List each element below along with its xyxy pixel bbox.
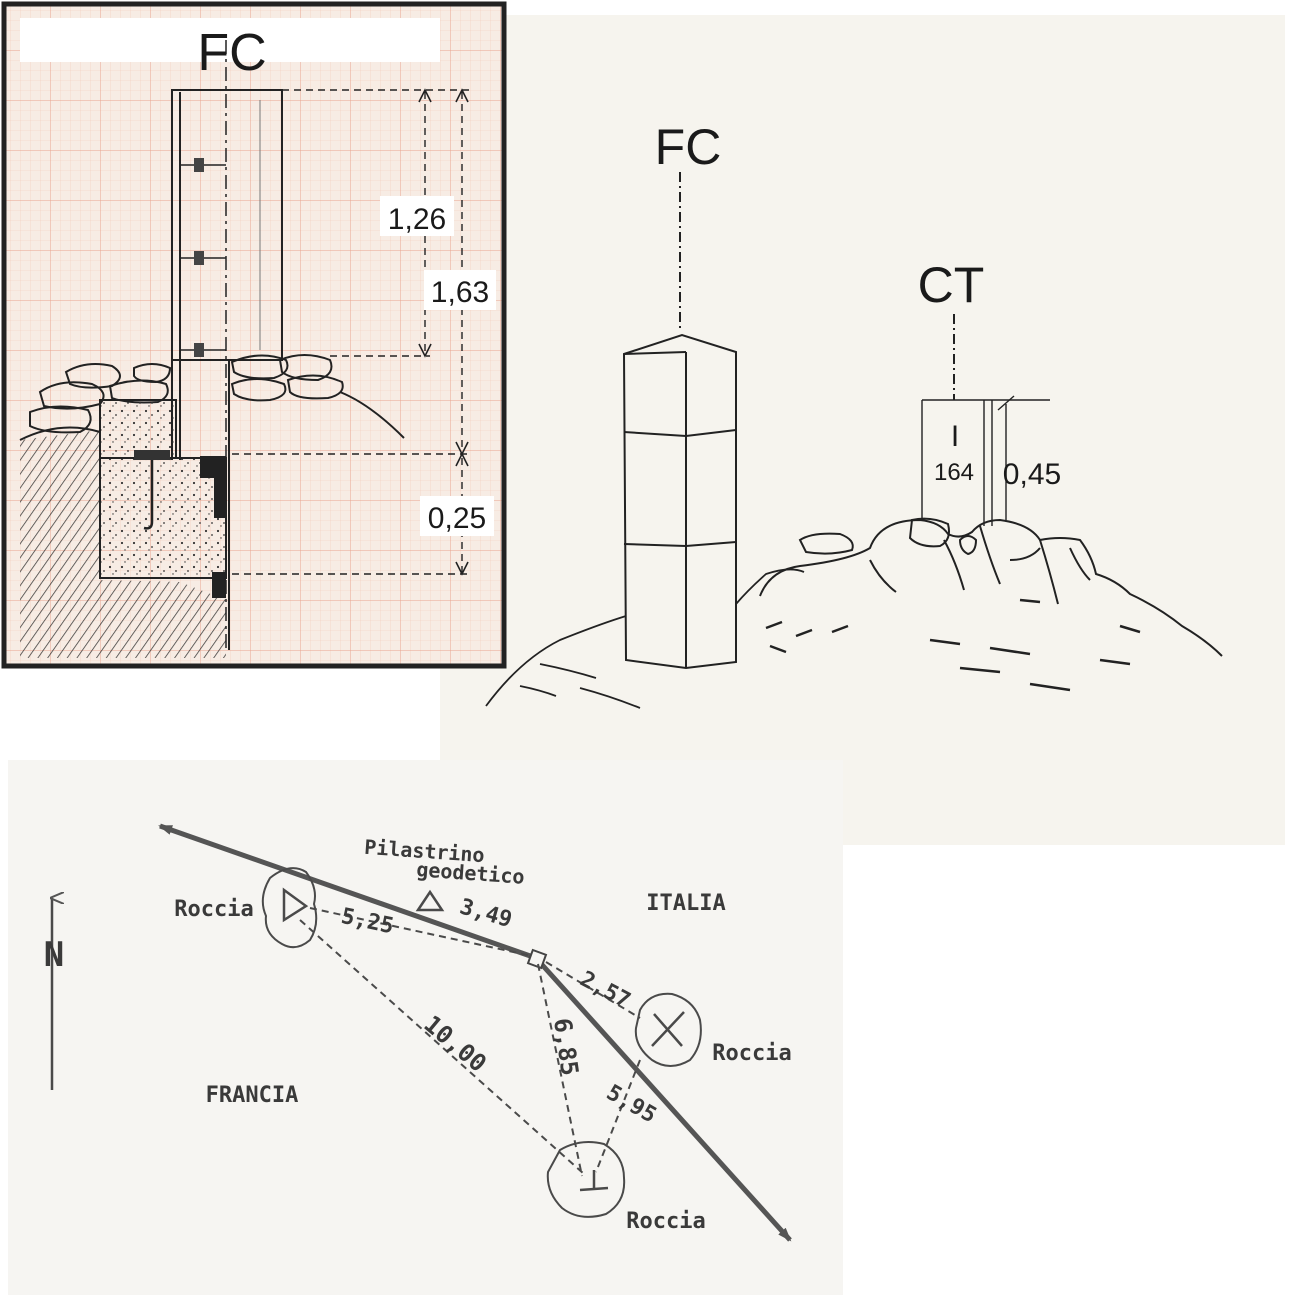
rock-east-label: Roccia (712, 1041, 791, 1066)
boundary-line-se (534, 956, 792, 1242)
rock-south-mark-icon (579, 1170, 609, 1192)
profile-dim-total: 1,63 (431, 276, 489, 309)
elevation-ground (485, 568, 805, 709)
elevation-ct-marker (921, 395, 1050, 526)
rock-south-label: Roccia (626, 1209, 705, 1234)
pillar-triangle-icon (415, 889, 445, 912)
rock-east-cross-icon (651, 1011, 685, 1047)
elevation-outcrop-texture (765, 598, 1141, 692)
elevation-panel: FC CT I 164 0,45 (485, 119, 1223, 709)
profile-panel: FC 1,26 1,63 0,25 (1, 1, 507, 669)
profile-frame (1, 1, 507, 669)
plan-measurements (299, 907, 641, 1177)
elevation-outcrop (759, 517, 1223, 657)
boundary-marker (526, 948, 548, 970)
elevation-pillar (622, 333, 737, 670)
plan-paper (8, 760, 843, 1295)
country-west-label: FRANCIA (206, 1083, 299, 1108)
rock-west-outline (261, 867, 318, 949)
elevation-marker-height: 0,45 (1003, 458, 1061, 491)
elevation-paper (440, 15, 1285, 845)
north-label: N (44, 935, 64, 975)
profile-rocks-right (230, 354, 405, 439)
elevation-pillar-label: FC (655, 119, 722, 175)
elevation-marker-symbol: I (951, 420, 959, 453)
profile-foundation (99, 399, 227, 598)
rock-east-outline (634, 992, 702, 1067)
profile-dim-upper: 1,26 (388, 203, 446, 236)
country-east-label: ITALIA (646, 891, 725, 916)
rock-west-triangle-icon (282, 887, 309, 923)
rock-west-label: Roccia (174, 897, 253, 922)
elevation-marker-label: CT (918, 257, 985, 313)
rock-south-outline (546, 1141, 626, 1218)
profile-bedrock (19, 426, 226, 658)
elevation-marker-number: 164 (934, 459, 974, 486)
profile-dim-base: 0,25 (428, 502, 486, 535)
profile-pillar-label: FC (197, 24, 266, 82)
boundary-line-nw (158, 823, 537, 961)
